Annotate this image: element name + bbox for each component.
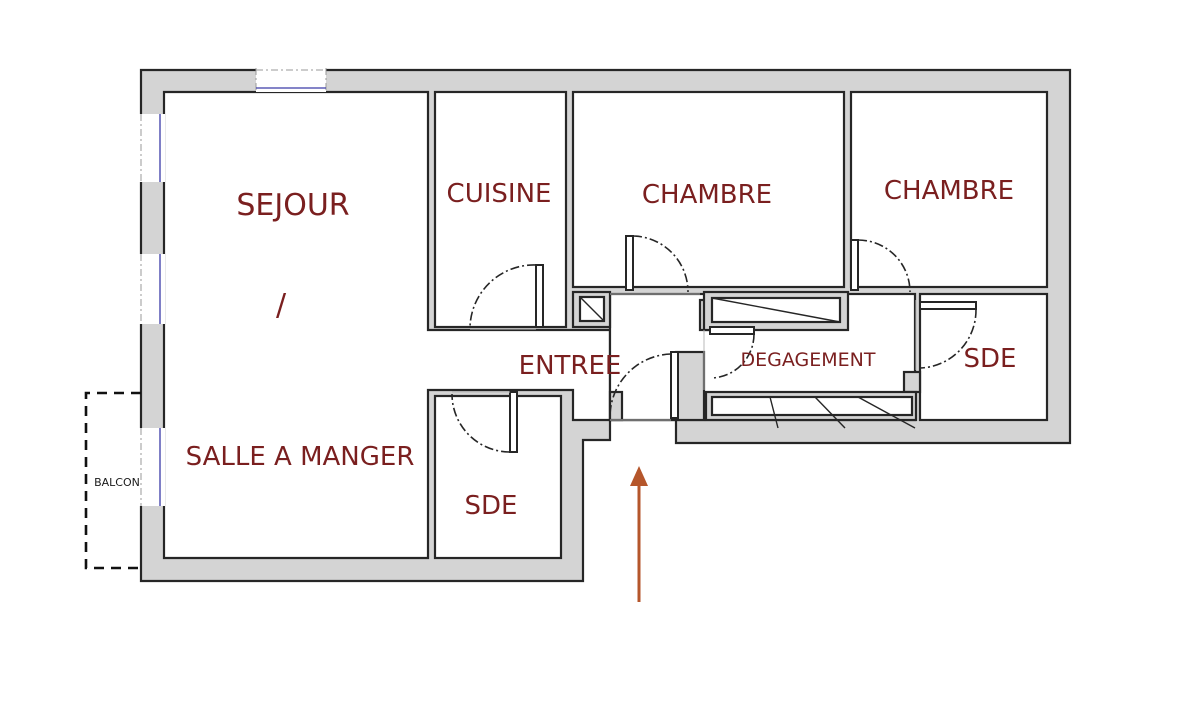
door-degagement-leaf [709,326,755,335]
window-left-1 [139,114,165,182]
closet-lower-line [857,396,916,429]
wall-stub [608,390,624,422]
label-slash: / [276,288,287,323]
door-chambre-1-leaf [625,235,634,291]
room-chambre-2 [849,90,1049,289]
door-sde-bottom-leaf [509,391,518,453]
door-cuisine-swing [469,264,537,328]
wall-stub [902,370,922,394]
label-chambre-1: CHAMBRE [642,180,772,210]
door-chambre-1-swing [632,235,689,293]
label-sde-right: SDE [964,344,1017,374]
closet-lower-line [814,396,846,429]
room-sde-right [918,292,1049,422]
closet-upper-line [711,297,841,323]
door-degagement-swing [711,333,755,379]
room-sejour-salle-a-manger [162,90,612,560]
closet-lower-inner [710,395,914,417]
closet-lower-line [769,396,779,429]
arrow-up-icon [630,466,648,602]
window-left-3 [139,428,165,506]
door-chambre-2-swing [857,239,911,293]
label-cuisine: CUISINE [447,179,552,209]
label-balcon: BALCON [94,476,140,489]
label-degagement: DEGAGEMENT [741,349,876,371]
balcony-outline [84,391,141,570]
door-entree-swing [609,353,672,419]
room-cuisine [433,90,568,329]
door-sde-right-leaf [919,301,977,310]
label-entree: ENTREE [519,351,622,381]
label-chambre-2: CHAMBRE [884,176,1014,206]
label-sde-bottom: SDE [465,491,518,521]
cupboard-line [579,296,605,322]
room-chambre-1 [571,90,846,289]
door-cuisine-leaf [535,264,544,328]
door-entree-leaf [670,351,679,419]
room-sde-bottom [433,394,563,560]
window-left-2 [139,254,165,324]
label-salle-a-manger: SALLE A MANGER [186,442,415,472]
door-chambre-2-leaf [850,239,859,291]
label-sejour: SEJOUR [236,188,349,223]
wall-stub [674,350,706,422]
